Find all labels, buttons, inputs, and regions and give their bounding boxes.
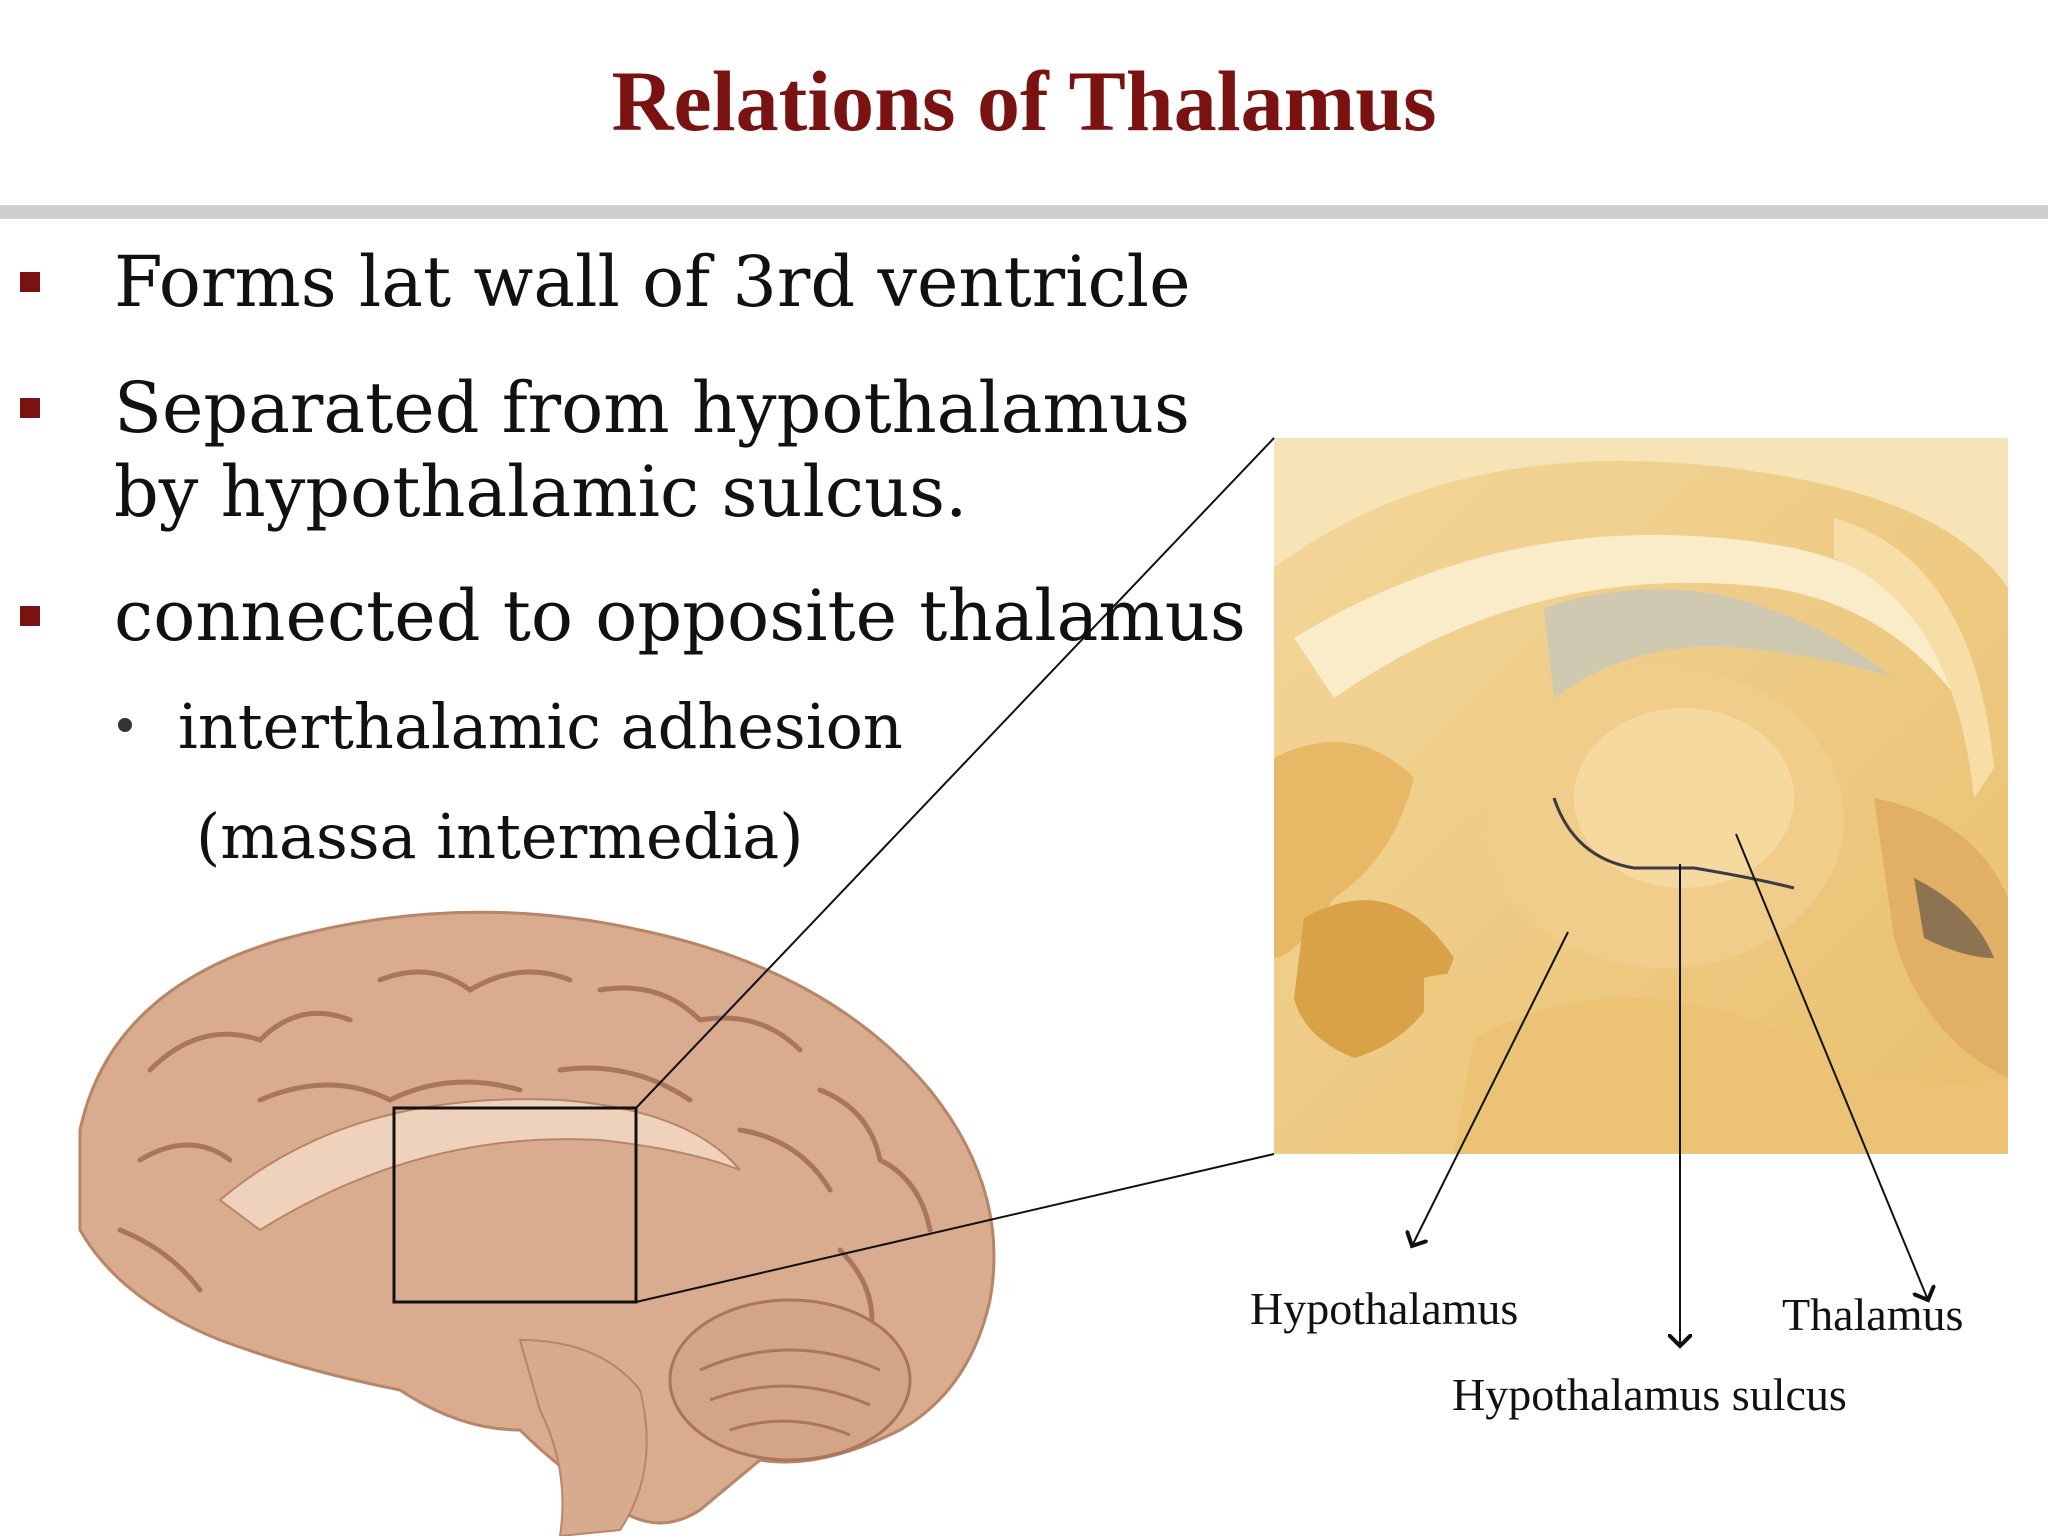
bullet-text: by hypothalamic sulcus. [114,451,968,533]
title-divider [0,205,2048,219]
slide-title: Relations of Thalamus [611,53,1437,149]
thalamus-closeup-image [1274,438,2008,1154]
hypothalamus-label: Hypothalamus [1250,1283,1519,1334]
bullet-marker [20,606,40,626]
thalamus-label: Thalamus [1782,1289,1964,1340]
brain-sagittal-image [0,870,1060,1538]
sub-bullet-continuation: (massa intermedia) [196,800,804,873]
sub-bullet-text: interthalamic adhesion [178,690,903,763]
bullet-marker [20,272,40,292]
bullet-text: Forms lat wall of 3rd ventricle [114,241,1191,323]
sulcus-label: Hypothalamus sulcus [1452,1369,1847,1420]
bullet-text: Separated from hypothalamus [114,367,1190,449]
sub-bullet-dot [118,718,132,732]
bullet-text: connected to opposite thalamus [114,575,1246,657]
bullet-marker [20,398,40,418]
